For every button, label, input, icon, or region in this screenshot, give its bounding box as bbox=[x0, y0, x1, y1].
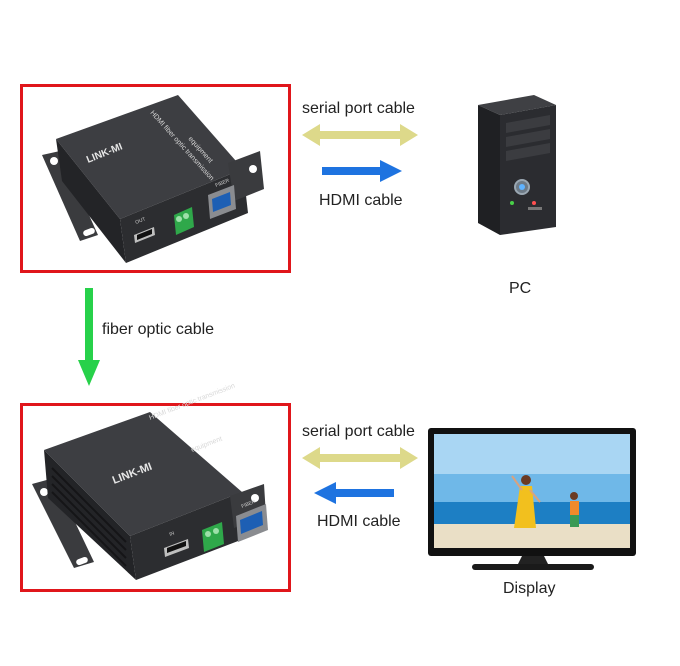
top-device-port-out: OUT bbox=[135, 216, 147, 226]
bottom-receiver-device-icon: HDMI fiber optic transmission equipment … bbox=[32, 383, 268, 580]
bottom-device-port-fiber: FIBER bbox=[241, 499, 257, 510]
display-monitor-icon bbox=[428, 428, 636, 570]
bottom-hdmi-left-arrow bbox=[314, 482, 394, 504]
top-transmitter-device-icon: HDMI fiber optic transmission equipment … bbox=[42, 95, 264, 263]
top-serial-cable-label: serial port cable bbox=[302, 100, 415, 117]
fiber-cable-label: fiber optic cable bbox=[102, 321, 215, 338]
bottom-hdmi-cable-label: HDMI cable bbox=[317, 513, 401, 530]
top-serial-double-arrow bbox=[302, 124, 418, 146]
pc-tower-icon bbox=[478, 95, 556, 235]
bottom-serial-cable-label: serial port cable bbox=[302, 423, 415, 440]
pc-label: PC bbox=[509, 280, 532, 297]
top-device-frame bbox=[20, 84, 291, 273]
top-hdmi-cable-label: HDMI cable bbox=[319, 192, 403, 209]
display-label: Display bbox=[503, 580, 556, 597]
bottom-device-port-in: IN bbox=[169, 530, 176, 538]
top-hdmi-right-arrow bbox=[322, 160, 402, 182]
fiber-down-arrow bbox=[78, 288, 100, 386]
bottom-device-text-line2: equipment bbox=[190, 436, 223, 454]
top-device-port-fiber: FIBER bbox=[215, 178, 231, 189]
bottom-device-frame bbox=[20, 403, 291, 592]
bottom-serial-double-arrow bbox=[302, 447, 418, 469]
